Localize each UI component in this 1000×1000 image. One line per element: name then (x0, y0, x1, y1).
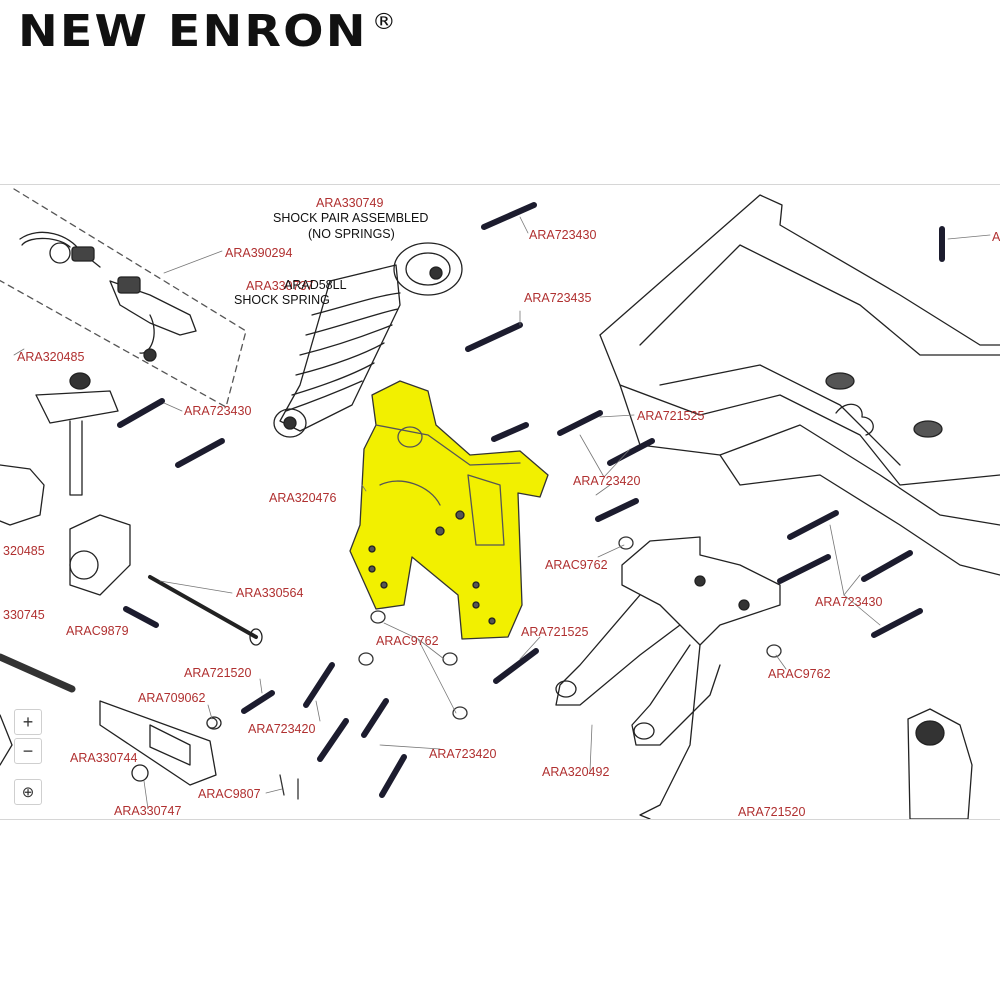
label-ara723420-c[interactable]: ARA723420 (429, 747, 497, 761)
pan-button[interactable]: ⊕ (14, 779, 42, 805)
label-arac9762-c[interactable]: ARAC9762 (768, 667, 831, 681)
label-ara330737[interactable]: ARA330737 (246, 279, 314, 293)
label-ara330745[interactable]: 330745 (3, 608, 45, 622)
parts-diagram-viewer[interactable]: ARA330749 SHOCK PAIR ASSEMBLED (NO SPRIN… (0, 184, 1000, 820)
label-ara723430-left[interactable]: ARA723430 (184, 404, 252, 418)
zoom-in-icon: + (22, 711, 34, 732)
label-ara723430-right[interactable]: ARA723430 (815, 595, 883, 609)
label-shock-pair-note: (NO SPRINGS) (308, 227, 395, 241)
label-ara320485-a[interactable]: ARA320485 (17, 350, 85, 364)
label-ara330744[interactable]: ARA330744 (70, 751, 138, 765)
label-shock-pair-code[interactable]: ARA330749 (316, 196, 384, 210)
exploded-parts-drawing (0, 188, 1000, 819)
label-ara721520-a[interactable]: ARA721520 (184, 666, 252, 680)
front-chassis-bumper (599, 194, 1000, 576)
label-ara721525-a[interactable]: ARA721525 (637, 409, 705, 423)
ara320492-suspension-mount (555, 536, 781, 819)
label-ara721525-b[interactable]: ARA721525 (521, 625, 589, 639)
registered-mark: ® (371, 10, 398, 35)
label-ara723435[interactable]: ARA723435 (524, 291, 592, 305)
ara330744-link (99, 700, 217, 786)
label-arac9762-a[interactable]: ARAC9762 (545, 558, 608, 572)
label-ara320476[interactable]: ARA320476 (269, 491, 337, 505)
label-a-cut[interactable]: A (992, 230, 1000, 244)
pan-icon: ⊕ (21, 784, 35, 801)
label-ara723420-a[interactable]: ARA723420 (573, 474, 641, 488)
zoom-in-button[interactable]: + (14, 709, 42, 735)
brand-name: NEW ENRON (18, 6, 368, 57)
label-arac9807[interactable]: ARAC9807 (198, 787, 261, 801)
label-ara390294[interactable]: ARA390294 (225, 246, 293, 260)
zoom-out-button[interactable]: − (14, 738, 42, 764)
label-spring-code: ARAD58LL (284, 278, 347, 292)
ara320485-body-post (35, 390, 119, 424)
leader-lines (13, 216, 991, 810)
label-shock-pair-title: SHOCK PAIR ASSEMBLED (273, 211, 429, 225)
label-ara723430-top[interactable]: ARA723430 (529, 228, 597, 242)
label-ara723420-b[interactable]: ARA723420 (248, 722, 316, 736)
label-arac9762-b[interactable]: ARAC9762 (376, 634, 439, 648)
brand-logo: NEW ENRON® (18, 6, 398, 57)
label-ara721520-b[interactable]: ARA721520 (738, 805, 806, 819)
label-ara330747[interactable]: ARA330747 (114, 804, 182, 818)
label-spring-title: SHOCK SPRING (234, 293, 330, 307)
hardware-screws (117, 202, 945, 798)
label-arac9879[interactable]: ARAC9879 (66, 624, 129, 638)
zoom-out-icon: − (22, 740, 34, 761)
ara320476-shock-tower (349, 380, 549, 640)
shock-assembly (273, 242, 463, 438)
label-ara320492[interactable]: ARA320492 (542, 765, 610, 779)
label-ara320485-b[interactable]: 320485 (3, 544, 45, 558)
label-ara709062[interactable]: ARA709062 (138, 691, 206, 705)
label-ara330564[interactable]: ARA330564 (236, 586, 304, 600)
